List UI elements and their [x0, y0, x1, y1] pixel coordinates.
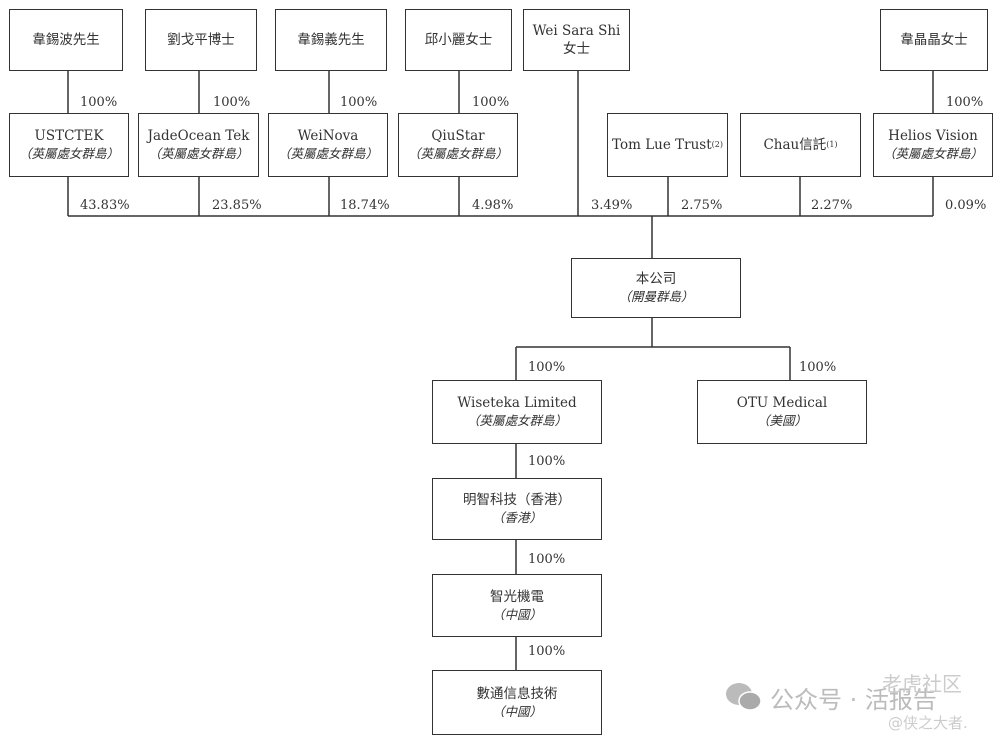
holding-company-box: WeiNova （英屬處女群島） — [268, 113, 388, 177]
shareholder-name: 韋錫義先生 — [297, 32, 365, 48]
shareholder-box: 邱小麗女士 — [405, 9, 512, 71]
ownership-pct: 100% — [528, 552, 566, 567]
shareholder-box: 韋晶晶女士 — [880, 9, 988, 71]
jurisdiction: （香港） — [491, 510, 542, 525]
shareholder-box: 韋錫義先生 — [275, 9, 387, 71]
shareholder-box: 韋錫波先生 — [9, 9, 123, 71]
shareholding-pct: 4.98% — [472, 198, 514, 213]
subsidiary-name: Wiseteka Limited — [457, 395, 577, 411]
trust-box: Tom Lue Trust(2) — [607, 113, 728, 177]
ownership-pct: 100% — [528, 360, 566, 375]
shareholder-title: 女士 — [563, 41, 590, 57]
jurisdiction: （開曼群島） — [618, 289, 694, 304]
subsidiary-box: 智光機電（中國） — [432, 574, 602, 637]
wechat-icon — [726, 683, 762, 711]
subsidiary-name: 智光機電 — [490, 588, 544, 605]
holding-company-box: Helios Vision （英屬處女群島） — [873, 113, 993, 177]
holding-name: Chau信託 — [763, 137, 827, 153]
trust-box: Chau信託(1) — [740, 113, 861, 177]
holding-company-box: USTCTEK （英屬處女群島） — [9, 113, 129, 177]
shareholding-pct: 0.09% — [945, 198, 987, 213]
shareholder-box: 劉戈平博士 — [145, 9, 257, 71]
subsidiary-name: 明智科技（香港） — [463, 492, 571, 508]
company-box: 本公司 （開曼群島） — [571, 258, 741, 318]
shareholding-pct: 2.75% — [681, 198, 723, 213]
company-name: 本公司 — [635, 271, 677, 287]
shareholding-pct: 3.49% — [591, 198, 633, 213]
ownership-pct: 100% — [80, 95, 118, 110]
jurisdiction: （英屬處女群島） — [277, 146, 378, 161]
subsidiary-name: 數通信息技術 — [476, 685, 558, 702]
jurisdiction: （英屬處女群島） — [148, 146, 249, 161]
footnote-ref: (1) — [826, 140, 838, 149]
subsidiary-box: Wiseteka Limited （英屬處女群島） — [432, 380, 602, 444]
watermark-brand: 老虎社区 — [882, 672, 962, 696]
shareholder-name: Wei Sara Shi — [532, 23, 621, 39]
subsidiary-name: OTU Medical — [736, 395, 828, 411]
holding-company-box: QiuStar （英屬處女群島） — [398, 113, 518, 177]
jurisdiction: （美國） — [756, 413, 807, 428]
shareholder-name: 劉戈平博士 — [167, 32, 235, 48]
shareholding-pct: 18.74% — [340, 198, 390, 213]
ownership-pct: 100% — [528, 644, 566, 659]
shareholder-name: 邱小麗女士 — [424, 32, 493, 48]
holding-name: USTCTEK — [34, 128, 104, 144]
jurisdiction: （英屬處女群島） — [882, 146, 983, 161]
ownership-pct: 100% — [472, 95, 510, 110]
shareholding-pct: 2.27% — [811, 198, 853, 213]
subsidiary-box: 數通信息技術（中國） — [432, 670, 602, 735]
subsidiary-box: 明智科技（香港） （香港） — [432, 478, 602, 540]
jurisdiction: （中國） — [491, 703, 542, 719]
watermark-text: 公众号 · 活报告 — [770, 686, 937, 714]
shareholder-name: 韋晶晶女士 — [900, 32, 968, 48]
holding-name: QiuStar — [431, 128, 485, 144]
jurisdiction: （中國） — [491, 606, 542, 622]
ownership-pct: 100% — [946, 95, 984, 110]
ownership-pct: 100% — [528, 454, 566, 469]
holding-name: Tom Lue Trust — [612, 137, 712, 153]
holding-name: WeiNova — [297, 128, 359, 144]
jurisdiction: （英屬處女群島） — [466, 413, 567, 428]
holding-company-box: JadeOcean Tek （英屬處女群島） — [138, 113, 259, 177]
jurisdiction: （英屬處女群島） — [407, 146, 508, 161]
ownership-pct: 100% — [340, 95, 378, 110]
holding-name: JadeOcean Tek — [147, 128, 250, 144]
ownership-pct: 100% — [213, 95, 251, 110]
subsidiary-box: OTU Medical （美國） — [697, 380, 867, 444]
watermark-handle: @侠之大者. — [888, 714, 968, 732]
holding-name: Helios Vision — [888, 128, 978, 144]
shareholder-name: 韋錫波先生 — [32, 32, 100, 48]
shareholder-box: Wei Sara Shi 女士 — [523, 9, 630, 71]
shareholding-pct: 23.85% — [212, 198, 262, 213]
jurisdiction: （英屬處女群島） — [18, 146, 119, 161]
ownership-pct: 100% — [799, 360, 837, 375]
shareholding-pct: 43.83% — [80, 198, 130, 213]
footnote-ref: (2) — [711, 140, 723, 149]
